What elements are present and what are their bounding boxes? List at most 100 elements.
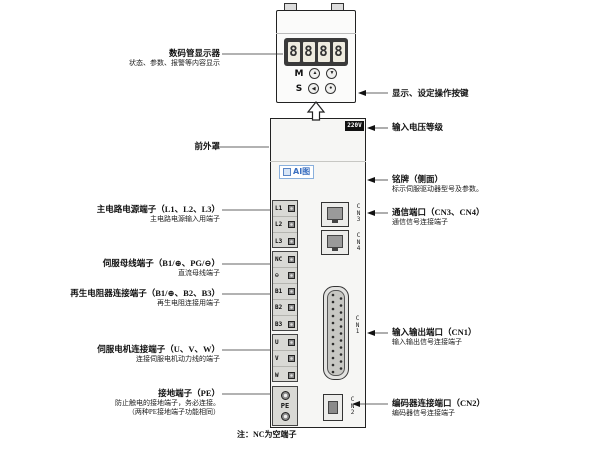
callout-main-power-terminals: 主电路电源端子（L1、L2、L3） 主电路电源输入用端子 [97,204,220,224]
terminal-screw-icon [288,272,295,279]
down-key-icon: ▼ [326,68,338,79]
set-key-label: S [295,83,303,94]
callout-title: 接地端子（PE） [158,388,220,398]
terminal-screw-icon [288,221,295,228]
ground-screw-icon [280,412,290,421]
terminal-row: B3 [273,316,297,332]
cn1-connector [323,286,349,380]
motor-terminal-group: U V W [272,334,298,382]
terminal-row: B1 [273,284,297,300]
callout-desc: 编码器信号连接端子 [392,409,455,417]
ground-screw-icon [280,391,290,400]
terminal-screw-icon [288,320,295,328]
footnote: 注：NC为空端子 [237,430,297,439]
body-seam-line [270,161,366,162]
terminal-screw-icon [288,339,295,346]
callout-desc: 状态、参数、报警等内容显示 [129,59,220,67]
cn4-label: CN4 [356,232,361,252]
callout-title: 数码管显示器 [168,48,220,58]
terminal-row: L1 [273,201,297,217]
terminal-label: V [275,355,279,362]
callout-desc: 再生电阻连接用端子 [157,299,220,307]
callout-title: 通信端口（CN3、CN4） [392,207,485,217]
cn2-connector [323,394,343,421]
terminal-label: L2 [275,221,283,228]
callout-bus-terminals: 伺服母线端子（B1/⊕、PG/⊖） 直流母线端子 [103,258,220,278]
seven-seg-digit: 8 [287,42,300,62]
image-icon [283,168,291,176]
callout-desc: 标示伺服驱动器型号及参数。 [392,185,483,193]
rj45-jack-icon [327,235,343,251]
seven-seg-digit: 8 [302,42,315,62]
terminal-label: L1 [275,205,283,212]
dsub-pins-icon [331,293,343,374]
callout-title: 显示、设定操作按键 [392,88,469,98]
terminal-row: U [273,335,297,351]
up-key-icon: ▲ [309,68,321,79]
cn3-connector [321,202,349,227]
terminal-screw-icon [288,237,295,245]
terminal-label: NC [275,256,283,263]
callout-title: 前外罩 [194,141,220,151]
callout-title: 铭牌（侧面） [392,174,444,184]
terminal-screw-icon [288,304,295,311]
terminal-row: NC [273,252,297,268]
seven-seg-digit: 8 [332,42,345,62]
terminal-row: L2 [273,217,297,233]
voltage-badge: 220V [345,121,364,131]
terminal-row: B2 [273,300,297,316]
shift-key-icon: ◀ [308,83,320,94]
callout-desc: 直流母线端子 [178,269,220,277]
terminal-label: L3 [275,237,283,245]
callout-io-port: 输入输出端口（CN1） 输入输出信号连接端子 [392,327,477,347]
key-row-2: S ◀ ● [276,83,356,94]
callout-title: 输入输出端口（CN1） [392,327,477,337]
terminal-screw-icon [288,256,295,263]
callout-title: 伺服电机连接端子（U、V、W） [97,344,220,354]
callout-desc: 输入输出信号连接端子 [392,338,462,346]
terminal-label: B3 [275,320,283,328]
terminal-screw-icon [288,288,295,295]
terminal-row: ⊖ [273,268,297,284]
cn3-label: CN3 [356,203,361,223]
callout-title: 再生电阻器连接端子（B1/⊕、B2、B3） [70,288,220,298]
callout-title: 主电路电源端子（L1、L2、L3） [96,204,220,214]
terminal-label: ⊖ [275,272,279,279]
terminal-screw-icon [288,355,295,362]
cn1-label: CN1 [355,315,360,335]
rj45-jack-icon [327,207,343,223]
terminal-label: B1 [275,288,283,295]
terminal-screw-icon [288,371,295,379]
callout-title: 输入电压等级 [392,122,444,132]
callout-title: 伺服母线端子（B1/⊕、PG/⊖） [102,258,220,268]
callout-ground-terminal: 接地端子（PE） 防止触电的接地端子，务必连接。 （两种PE接地端子功能相同） [115,388,220,417]
seven-seg-digit: 8 [317,42,330,62]
terminal-label: W [275,371,279,379]
cn4-connector [321,230,349,255]
bus-terminal-group: NC ⊖ B1 B2 B3 [272,251,298,331]
cn2-label: CN2 [350,396,355,416]
terminal-screw-icon [288,205,295,212]
callout-motor-terminals: 伺服电机连接端子（U、V、W） 连接伺服电机动力线的端子 [97,344,220,364]
pe-label: PE [280,402,290,410]
key-row-1: M ▲ ▼ [276,68,356,79]
callout-encoder-port: 编码器连接端口（CN2） 编码器信号连接端子 [392,398,485,418]
encoder-jack-icon [328,401,338,414]
mode-key-label: M [294,68,304,79]
callout-desc: 连接伺服电机动力线的端子 [136,355,220,363]
callout-nameplate: 铭牌（侧面） 标示伺服驱动器型号及参数。 [392,174,483,194]
callout-comm-ports: 通信端口（CN3、CN4） 通信信号连接端子 [392,207,485,227]
callout-display: 数码管显示器 状态、参数、报警等内容显示 [129,48,220,68]
callout-desc: 防止触电的接地端子，务必连接。 [115,399,220,407]
terminal-row: V [273,351,297,367]
ai-watermark-badge: AI图 [279,165,315,179]
callout-title: 编码器连接端口（CN2） [392,398,486,408]
power-terminal-group: L1 L2 L3 [272,200,298,248]
seven-segment-display: 8 8 8 8 [284,38,348,66]
unit-seam-line [276,33,356,34]
callout-regen-resistor-terminals: 再生电阻器连接端子（B1/⊕、B2、B3） 再生电阻连接用端子 [70,288,220,308]
ai-watermark-text: AI图 [293,167,311,176]
callout-front-cover: 前外罩 [194,141,220,152]
callout-desc: 通信信号连接端子 [392,218,448,226]
